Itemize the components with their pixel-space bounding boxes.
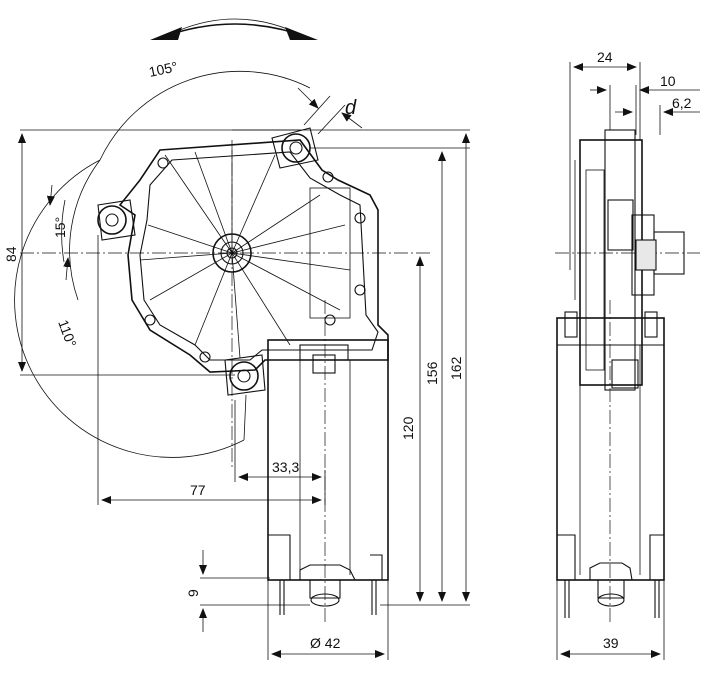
angle-105-label: 105° (147, 58, 179, 80)
housing-ribs (139, 150, 351, 359)
dimension-lines-front (18, 87, 470, 660)
d-label: d (345, 97, 357, 119)
small-hole (144, 314, 156, 326)
small-hole (322, 171, 334, 183)
front-view: 105° d 15° 110° 84 33,3 77 120 156 162 9… (3, 18, 470, 660)
small-hole (199, 351, 211, 363)
dimension-lines-side (556, 62, 700, 660)
small-hole (354, 284, 366, 296)
gear-housing (97, 127, 389, 396)
dim-120-label: 120 (400, 416, 416, 440)
dim-84-label: 84 (3, 246, 19, 262)
dim-6-2-label: 6,2 (672, 95, 692, 111)
shaft-outer-ring (212, 233, 252, 273)
side-view: 24 10 6,2 39 (555, 49, 700, 660)
angle-110-label: 110° (55, 318, 80, 350)
small-hole (354, 212, 366, 224)
rotation-arrows-icon (150, 18, 318, 40)
dim-162-label: 162 (448, 356, 464, 380)
side-motor (556, 311, 665, 618)
motor-body (267, 339, 389, 615)
dim-42-label: Ø 42 (310, 635, 341, 651)
dim-156-label: 156 (424, 361, 440, 385)
mounting-boss-left (97, 199, 136, 241)
dim-33-3-label: 33,3 (272, 459, 299, 475)
dim-77-label: 77 (190, 482, 206, 498)
small-hole (157, 157, 169, 169)
dim-24-label: 24 (597, 49, 613, 65)
side-housing (569, 129, 685, 391)
shaft-inner-ring (220, 241, 244, 265)
swing-arcs (14, 70, 311, 458)
dim-9-label: 9 (185, 589, 201, 597)
dim-39-label: 39 (603, 635, 619, 651)
worm-housing (309, 187, 351, 319)
small-hole (324, 314, 336, 326)
angle-15-label: 15° (52, 217, 68, 238)
shaft-hole (226, 247, 238, 259)
mounting-boss-bottom (224, 354, 266, 396)
dim-10-label: 10 (660, 73, 676, 89)
